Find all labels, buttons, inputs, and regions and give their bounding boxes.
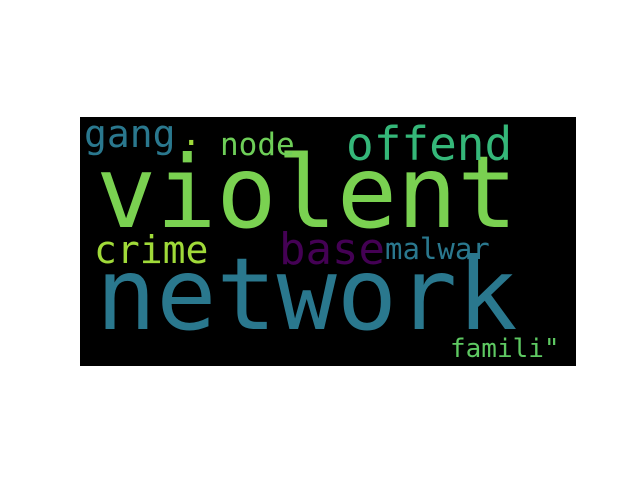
word-crime: crime (94, 228, 209, 272)
word-famili: famili" (450, 334, 560, 364)
word-malwar: malwar (385, 232, 490, 266)
word-base: base (279, 224, 385, 275)
word-violent: violent (96, 134, 518, 251)
word-cloud-panel: violent network offend crime base malwar… (80, 117, 576, 366)
word-offend: offend (346, 117, 513, 171)
word-gang: gang (84, 117, 176, 156)
word-node: node (220, 127, 295, 163)
word-dot: . (181, 117, 202, 154)
word-network: network (96, 236, 518, 353)
